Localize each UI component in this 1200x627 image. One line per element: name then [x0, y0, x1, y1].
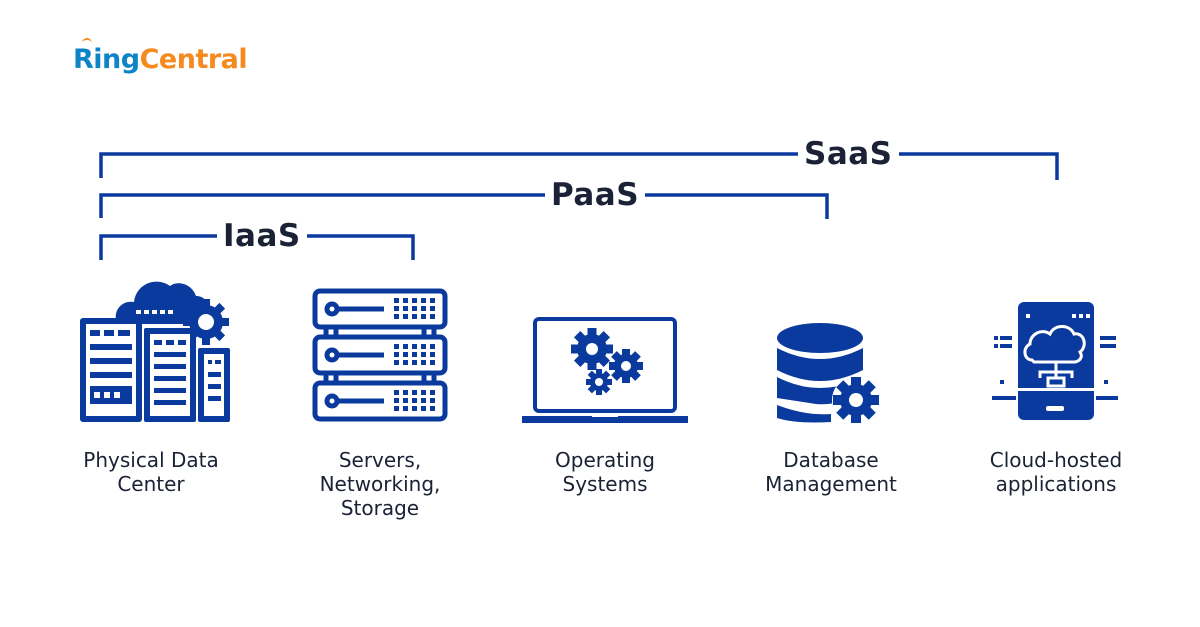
caption-line: Networking, — [319, 472, 441, 496]
caption-line: applications — [995, 472, 1117, 496]
caption-line: Operating — [555, 448, 655, 472]
logo-signal-icon — [82, 38, 92, 46]
item-caption-cloud-hosted-applications: Cloud-hosted applications — [956, 448, 1156, 496]
database-gear-icon — [777, 323, 880, 424]
paas-label: PaaS — [545, 178, 646, 212]
caption-line: Cloud-hosted — [989, 448, 1123, 472]
led-grid — [394, 298, 435, 319]
paas-bracket — [99, 193, 829, 219]
item-caption-database-management: Database Management — [731, 448, 931, 496]
caption-line: Servers, — [338, 448, 422, 472]
item-caption-operating-systems: Operating Systems — [505, 448, 705, 496]
cloud-tablet-icon — [992, 302, 1118, 420]
server-rack-icon — [312, 288, 448, 422]
logo-central-text: Central — [139, 44, 248, 75]
logo-part-ring: Ring — [73, 44, 140, 75]
laptop-gears-icon — [522, 317, 688, 423]
ringcentral-logo: RingCentral — [73, 38, 248, 75]
iaas-label: IaaS — [217, 219, 307, 253]
caption-line: Management — [765, 472, 897, 496]
logo-ring-text: Ring — [73, 38, 140, 75]
caption-line: Systems — [562, 472, 648, 496]
saas-label: SaaS — [798, 137, 899, 171]
saas-bracket — [99, 152, 1059, 180]
data-center-icon — [80, 281, 230, 422]
caption-line: Database — [783, 448, 879, 472]
caption-line: Center — [117, 472, 185, 496]
item-caption-servers: Servers, Networking, Storage — [280, 448, 480, 520]
caption-line: Storage — [340, 496, 420, 520]
item-caption-physical-data-center: Physical Data Center — [51, 448, 251, 496]
caption-line: Physical Data — [83, 448, 219, 472]
